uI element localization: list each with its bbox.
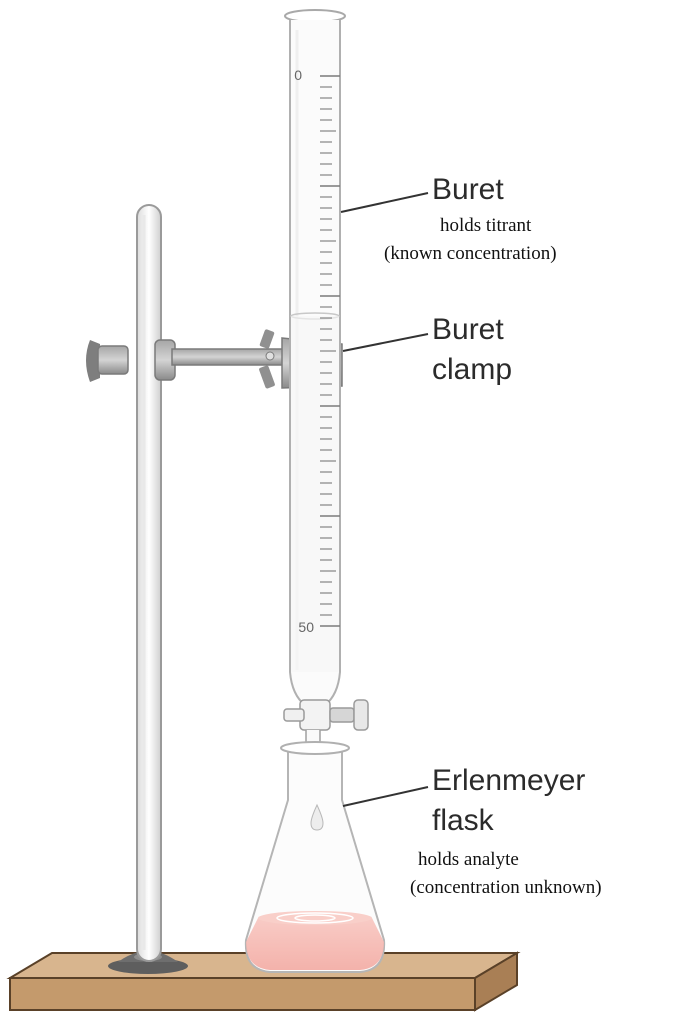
flask-leader-line (342, 786, 429, 807)
ring-stand-rod (136, 204, 162, 962)
erlenmeyer-flask (244, 741, 386, 973)
flask-desc-line1: holds analyte (418, 849, 519, 870)
clamp-label-line1: Buret (432, 313, 504, 346)
clamp-leader-line (342, 333, 429, 352)
scale-label-top: 0 (294, 67, 302, 83)
buret-desc-line2: (known concentration) (384, 243, 557, 264)
flask-desc-line2: (concentration unknown) (410, 877, 602, 898)
clamp-label-line2: clamp (432, 353, 513, 386)
buret-label: Buret (432, 173, 504, 206)
buret-leader-line (340, 192, 429, 213)
scale-label-bottom: 50 (298, 619, 314, 635)
buret-graduations (320, 75, 340, 627)
buret-tube (284, 9, 346, 706)
buret-desc-line1: holds titrant (440, 215, 532, 236)
flask-label-line2: flask (432, 804, 494, 837)
flask-label-line1: Erlenmeyer (432, 764, 586, 797)
